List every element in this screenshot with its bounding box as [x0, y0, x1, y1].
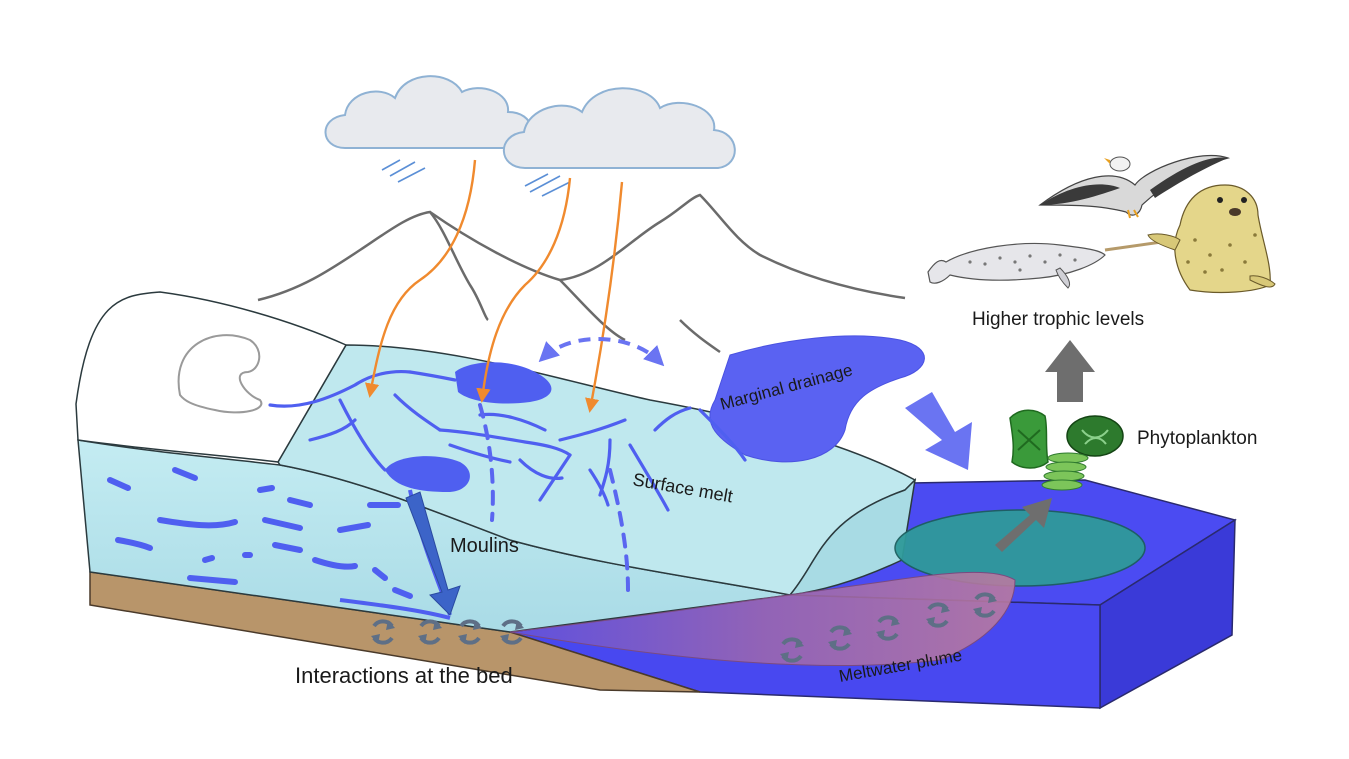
cloud-icon [502, 87, 736, 169]
rain-streaks [381, 159, 571, 197]
cloud-icon [324, 75, 533, 149]
snow-cover [75, 291, 348, 463]
ice-surface [277, 344, 917, 596]
label-interactions-at-the-bed: Interactions at the bed [295, 663, 513, 688]
plume-to-phytoplankton-arrow [995, 498, 1052, 552]
narwhal-icon [927, 236, 1191, 289]
phytoplankton-icon [1009, 409, 1124, 491]
rainfall-arrows [364, 159, 624, 413]
englacial-water [107, 467, 413, 599]
surface-melt-channels [268, 369, 747, 512]
moulin-arrow [405, 491, 461, 616]
drainage-arrow [905, 392, 972, 470]
seagull-icon [1038, 154, 1231, 219]
mountain-range [257, 193, 906, 354]
label-phytoplankton: Phytoplankton [1137, 428, 1257, 449]
meltwater-plume [509, 509, 1146, 666]
label-moulins: Moulins [450, 535, 519, 557]
trophic-arrow [1045, 340, 1095, 402]
label-higher-trophic-levels: Higher trophic levels [972, 309, 1144, 330]
englacial-channels [478, 403, 630, 592]
seal-icon [1147, 184, 1276, 294]
lake-exchange-arrow [538, 337, 665, 367]
